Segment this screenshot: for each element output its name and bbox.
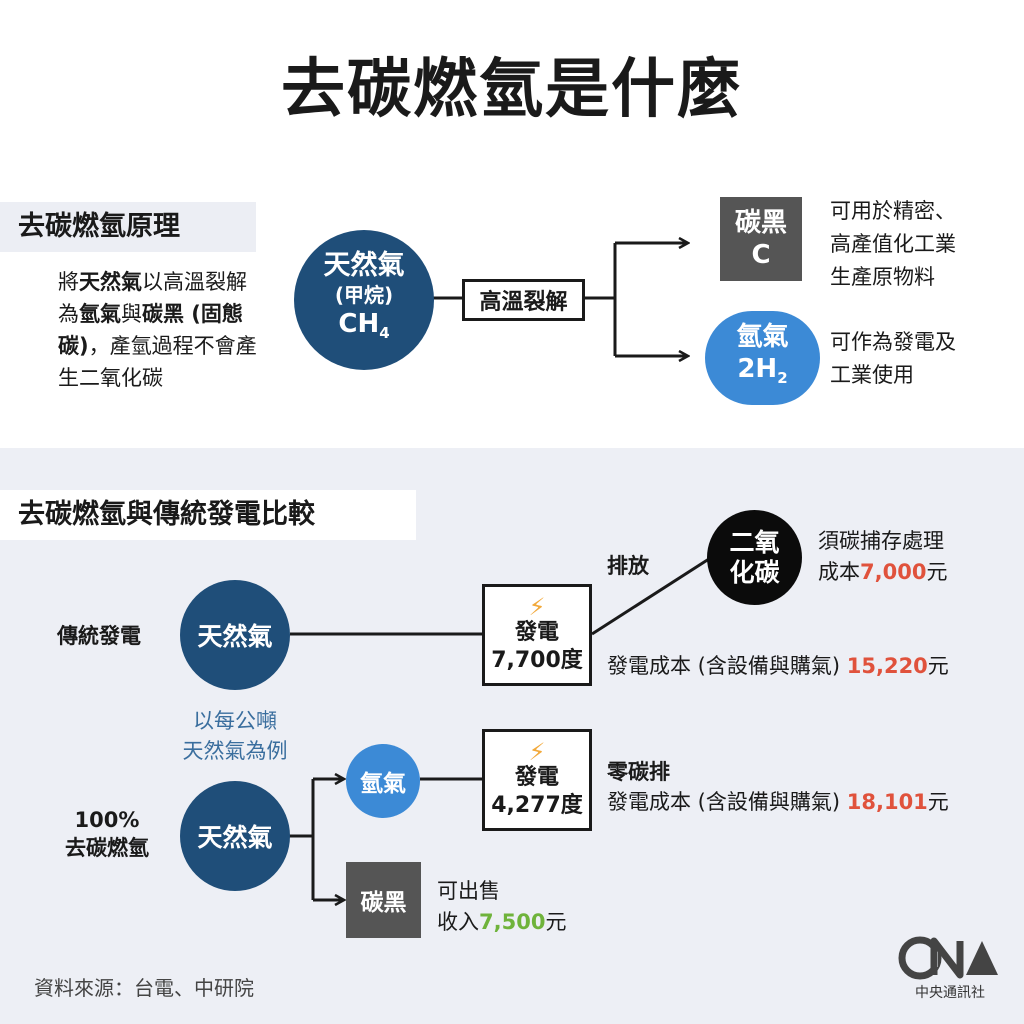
output-value: 4,277度: [491, 793, 583, 818]
label-line: 100%: [74, 808, 140, 832]
lightning-icon: ⚡: [528, 738, 546, 766]
lightning-icon: ⚡: [528, 593, 546, 621]
pyrolysis-box: 高溫裂解: [462, 279, 585, 321]
note-line: 可用於精密、: [830, 199, 956, 223]
carbon-black-label: 碳黑: [734, 208, 787, 238]
output-value: 7,700度: [491, 648, 583, 673]
note-line: 以每公噸: [193, 709, 277, 733]
output-label: 發電: [514, 765, 559, 790]
sale-revenue-line: 收入7,500元: [437, 910, 567, 934]
natural-gas-label: 天然氣: [323, 250, 405, 282]
co2-circle: 二氧 化碳: [707, 510, 802, 605]
desc-text: 將: [58, 270, 79, 294]
basis-note: 以每公噸 天然氣為例: [160, 706, 310, 766]
natural-gas-circle: 天然氣 (甲烷) CH4: [294, 230, 434, 370]
decarb-row-label: 100% 去碳燃氫: [48, 806, 166, 862]
desc-text: ，產氫過程不會產生二氧化碳: [58, 334, 257, 390]
desc-bold: 碳黑 (固態碳): [58, 302, 243, 358]
page-title: 去碳燃氫是什麼: [281, 53, 743, 127]
carbon-use-note: 可用於精密、 高產值化工業 生產原物料: [830, 195, 956, 294]
logo-text: 中央通訊社: [915, 985, 985, 1001]
note-line: 工業使用: [830, 363, 914, 387]
decarb-output-box: ⚡ 發電 4,277度: [482, 729, 592, 831]
carbon-formula: C: [751, 240, 771, 270]
h2-formula: 2H2: [737, 354, 788, 388]
note-line: 生產原物料: [830, 265, 935, 289]
data-source: 資料來源：台電、中研院: [34, 976, 254, 1000]
cna-logo-icon: 中央通訊社: [898, 935, 1002, 1001]
traditional-cost: 發電成本 (含設備與購氣) 15,220元: [607, 654, 949, 678]
co2-label: 化碳: [729, 557, 780, 587]
hydrogen-use-note: 可作為發電及 工業使用: [830, 326, 956, 392]
ch4-formula: CH4: [338, 309, 390, 343]
zero-emission-label: 零碳排: [607, 760, 670, 784]
carbon-black-box-small: 碳黑: [346, 862, 421, 938]
traditional-gas-circle: 天然氣: [180, 580, 290, 690]
traditional-output-box: ⚡ 發電 7,700度: [482, 584, 592, 686]
hydrogen-shape: 氫氣 2H2: [705, 311, 820, 405]
hydrogen-label: 氫氣: [736, 322, 789, 353]
co2-cost-line: 成本7,000元: [818, 560, 948, 584]
methane-label: (甲烷): [334, 283, 394, 308]
principle-description: 將天然氣以高溫裂解為氫氣與碳黑 (固態碳)，產氫過程不會產生二氧化碳: [58, 266, 263, 394]
co2-note: 須碳捕存處理 成本7,000元: [818, 526, 947, 588]
output-label: 發電: [514, 620, 559, 645]
desc-text: 與: [121, 302, 142, 326]
note-line: 可作為發電及: [830, 330, 956, 354]
hydrogen-circle: 氫氣: [346, 744, 420, 818]
co2-label: 二氧: [729, 527, 780, 557]
emission-label: 排放: [607, 554, 649, 578]
note-line: 須碳捕存處理: [818, 529, 944, 553]
decarb-gas-circle: 天然氣: [180, 781, 290, 891]
desc-bold: 氫氣: [79, 302, 121, 326]
traditional-row-label: 傳統發電: [57, 624, 141, 648]
carbon-sale-note: 可出售 收入7,500元: [437, 876, 566, 938]
note-line: 天然氣為例: [182, 739, 288, 763]
desc-text: 以高溫裂解為: [58, 270, 247, 326]
decarb-cost: 發電成本 (含設備與購氣) 18,101元: [607, 790, 949, 814]
principle-section-label: 去碳燃氫原理: [0, 202, 256, 252]
label-line: 去碳燃氫: [65, 836, 149, 860]
comparison-section-label: 去碳燃氫與傳統發電比較: [0, 490, 416, 540]
note-line: 可出售: [437, 879, 500, 903]
note-line: 高產值化工業: [830, 232, 956, 256]
carbon-black-box: 碳黑 C: [720, 197, 802, 281]
desc-bold: 天然氣: [79, 270, 142, 294]
